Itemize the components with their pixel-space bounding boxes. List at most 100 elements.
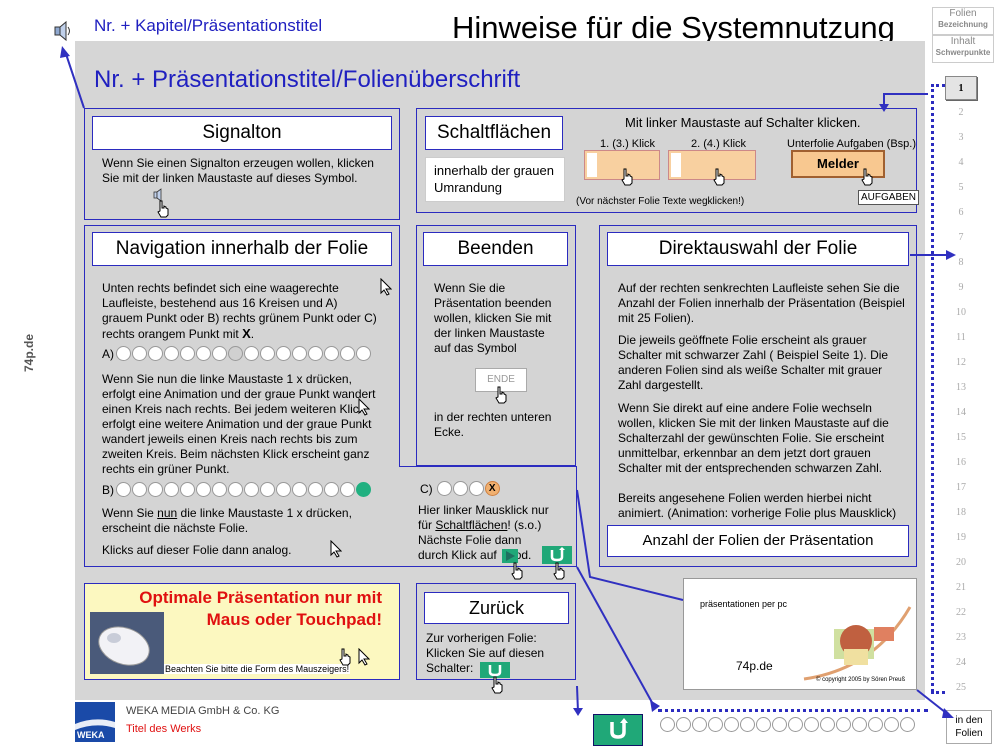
progress-circle [292,346,307,362]
next-arrow-button[interactable] [502,549,518,563]
beenden-heading: Beenden [423,232,568,266]
slide-nav-item[interactable]: 2 [945,101,977,125]
slide-nav-item[interactable]: 7 [945,226,977,250]
progress-circle [228,346,243,362]
slide-nav-item[interactable]: 1 [945,76,977,100]
slide-nav-item[interactable]: 13 [945,376,977,400]
chapter-title: Nr. + Kapitel/Präsentationstitel [94,16,323,35]
arrow-cursor-icon [358,397,372,416]
navigation-para1: Unten rechts befindet sich eine waagerec… [102,281,377,341]
progress-circle [772,717,787,733]
zurueck-heading: Zurück [424,592,569,624]
progress-circle [340,346,355,362]
progress-circle [212,482,227,498]
navigation-para2: Wenn Sie nun die linke Maustaste 1 x drü… [102,372,376,476]
progress-circle [212,346,227,362]
slide-nav-item[interactable]: 6 [945,201,977,225]
hand-cursor-icon [620,168,634,186]
slide-nav-item[interactable]: 5 [945,176,977,200]
progress-circle [868,717,883,733]
progress-circle [852,717,867,733]
slide-nav-item[interactable]: 3 [945,126,977,150]
hand-cursor-icon [156,200,170,218]
ende-button[interactable]: ENDE [475,368,527,392]
progress-circle [116,346,131,362]
slide-nav-item[interactable]: 15 [945,426,977,450]
folien-bezeichnung-button[interactable]: Folien Bezeichnung [932,7,994,35]
slide-nav-item[interactable]: 18 [945,501,977,525]
slide-nav-item[interactable]: 11 [945,326,977,350]
progress-circle [244,346,259,362]
progress-circle [276,346,291,362]
navigation-heading: Navigation innerhalb der Folie [92,232,392,266]
progress-circle [356,346,371,362]
slide-nav-item[interactable]: 8 [945,251,977,275]
bottom-progress-row [660,716,916,734]
progress-circle [164,482,179,498]
progress-circle [180,346,195,362]
hand-cursor-icon [494,386,508,404]
aufgaben-tooltip: AUFGABEN [858,190,920,205]
slide-nav-item[interactable]: 20 [945,551,977,575]
progress-row-a: A) [102,346,372,362]
thumbnail-preview: präsentationen per pc 74p.de © copyright… [683,578,917,690]
in-den-folien-button[interactable]: in den Folien [946,710,992,744]
progress-circle [788,717,803,733]
melder-button[interactable]: Melder [791,150,885,178]
navigation-para4: Klicks auf dieser Folie dann analog. [102,543,292,557]
navigation-panel [84,225,400,567]
example-button-1[interactable] [584,150,660,180]
slide-nav-item[interactable]: 10 [945,301,977,325]
slide-nav-item[interactable]: 19 [945,526,977,550]
progress-row-c: C)X [420,481,501,497]
schaltflaechen-note: (Vor nächster Folie Texte wegklicken!) [576,196,745,207]
slide-nav-item[interactable]: 4 [945,151,977,175]
slide-nav-item[interactable]: 16 [945,451,977,475]
optimal-line2: Maus oder Touchpad! [206,610,382,629]
return-button[interactable] [542,546,572,564]
progress-circle [116,482,131,498]
progress-circle [148,482,163,498]
back-button[interactable] [480,662,510,678]
arrow-cursor-icon [380,277,394,296]
hand-cursor-icon [490,676,504,694]
slide-nav-item[interactable]: 24 [945,651,977,675]
footer-company: WEKA MEDIA GmbH & Co. KG [126,705,280,717]
progress-circle [356,482,371,498]
speaker-icon[interactable] [52,20,74,42]
progress-circle [244,482,259,498]
hand-cursor-icon [860,168,874,186]
slide-nav-item[interactable]: 12 [945,351,977,375]
hand-cursor-icon [712,168,726,186]
speaker-small-icon[interactable] [152,188,166,202]
progress-circle [660,717,675,733]
slide-nav-item[interactable]: 14 [945,401,977,425]
progress-circle [308,482,323,498]
weka-logo: WEKA [75,702,115,742]
example-button-2[interactable] [668,150,756,180]
unterfolie-label: Unterfolie Aufgaben (Bsp.) [787,138,917,150]
slide-nav-item[interactable]: 22 [945,601,977,625]
progress-row-b: B) [102,482,372,498]
progress-circle [164,346,179,362]
slide-nav-item[interactable]: 21 [945,576,977,600]
arrow-cursor-icon [330,539,344,558]
beenden-text2: in der rechten unteren Ecke. [434,410,552,439]
hand-cursor-icon [552,562,566,580]
progress-circle [292,482,307,498]
click2-label: 2. (4.) Klick [691,138,747,150]
page-title: Hinweise für die Systemnutzung [452,10,895,45]
slide-nav-item[interactable]: 9 [945,276,977,300]
zurueck-text: Zur vorherigen Folie: Klicken Sie auf di… [426,631,545,675]
schaltflaechen-heading: Schaltflächen [425,116,563,150]
section-c-text: Hier linker Mausklick nur für Schaltfläc… [418,503,549,562]
slide-nav-item[interactable]: 23 [945,626,977,650]
slide-nav-item[interactable]: 25 [945,676,977,700]
main-back-button[interactable] [593,714,643,746]
inner-text-box: innerhalb der grauen Umrandung [425,157,565,202]
progress-circle [804,717,819,733]
inhalt-schwerpunkte-button[interactable]: Inhalt Schwerpunkte [932,35,994,63]
progress-circle [260,346,275,362]
slide-nav-item[interactable]: 17 [945,476,977,500]
progress-circle [228,482,243,498]
